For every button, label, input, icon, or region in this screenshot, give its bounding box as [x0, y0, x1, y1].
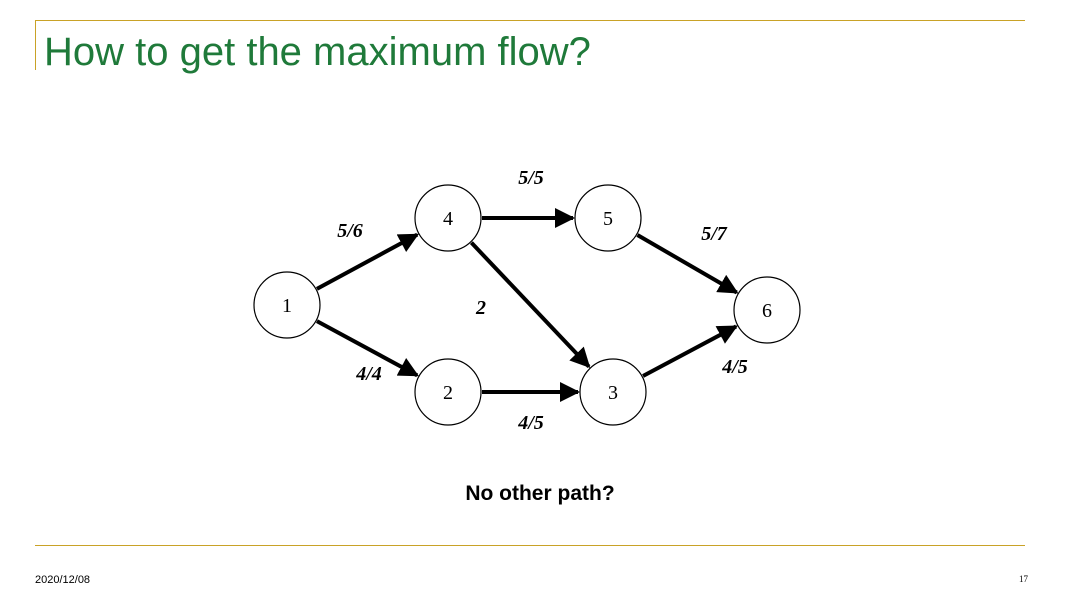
node-2-label: 2	[443, 382, 453, 404]
edge-5-6-arrow	[636, 233, 739, 295]
edge-1-4-label: 5/6	[337, 220, 363, 242]
edge-1-4-arrow	[315, 232, 419, 291]
edge-3-6-arrow	[642, 324, 738, 378]
node-2-circle	[414, 358, 482, 426]
slide-caption: No other path?	[465, 482, 615, 505]
edge-4-3-label: 2	[475, 297, 486, 319]
bottom-rule	[35, 545, 1025, 546]
edge-3-6-label: 4/5	[721, 356, 748, 378]
edge-1-2-label: 4/4	[355, 363, 382, 385]
node-5-label: 5	[603, 208, 613, 230]
title-accent-rule	[35, 20, 36, 70]
edge-4-5-label: 5/5	[518, 167, 544, 189]
slide-title: How to get the maximum flow?	[44, 30, 591, 74]
node-4: 4	[414, 184, 482, 252]
page-number: 17	[1019, 574, 1028, 584]
edge-2-3-label: 4/5	[517, 412, 544, 434]
node-6-circle	[733, 276, 801, 344]
node-6-label: 6	[762, 300, 772, 322]
node-3-label: 3	[608, 382, 618, 404]
node-4-label: 4	[443, 208, 453, 230]
node-5: 5	[574, 184, 642, 252]
edge-5-6-label: 5/7	[701, 223, 728, 245]
node-1-circle	[253, 271, 321, 339]
top-rule	[35, 20, 1025, 21]
node-3: 3	[579, 358, 647, 426]
edge-1-2-arrow	[315, 319, 419, 378]
node-5-circle	[574, 184, 642, 252]
footer-date: 2020/12/08	[35, 574, 91, 586]
edge-4-3-arrow	[469, 241, 591, 369]
node-1-label: 1	[282, 295, 292, 317]
node-3-circle	[579, 358, 647, 426]
node-1: 1	[253, 271, 321, 339]
node-2: 2	[414, 358, 482, 426]
node-4-circle	[414, 184, 482, 252]
node-6: 6	[733, 276, 801, 344]
